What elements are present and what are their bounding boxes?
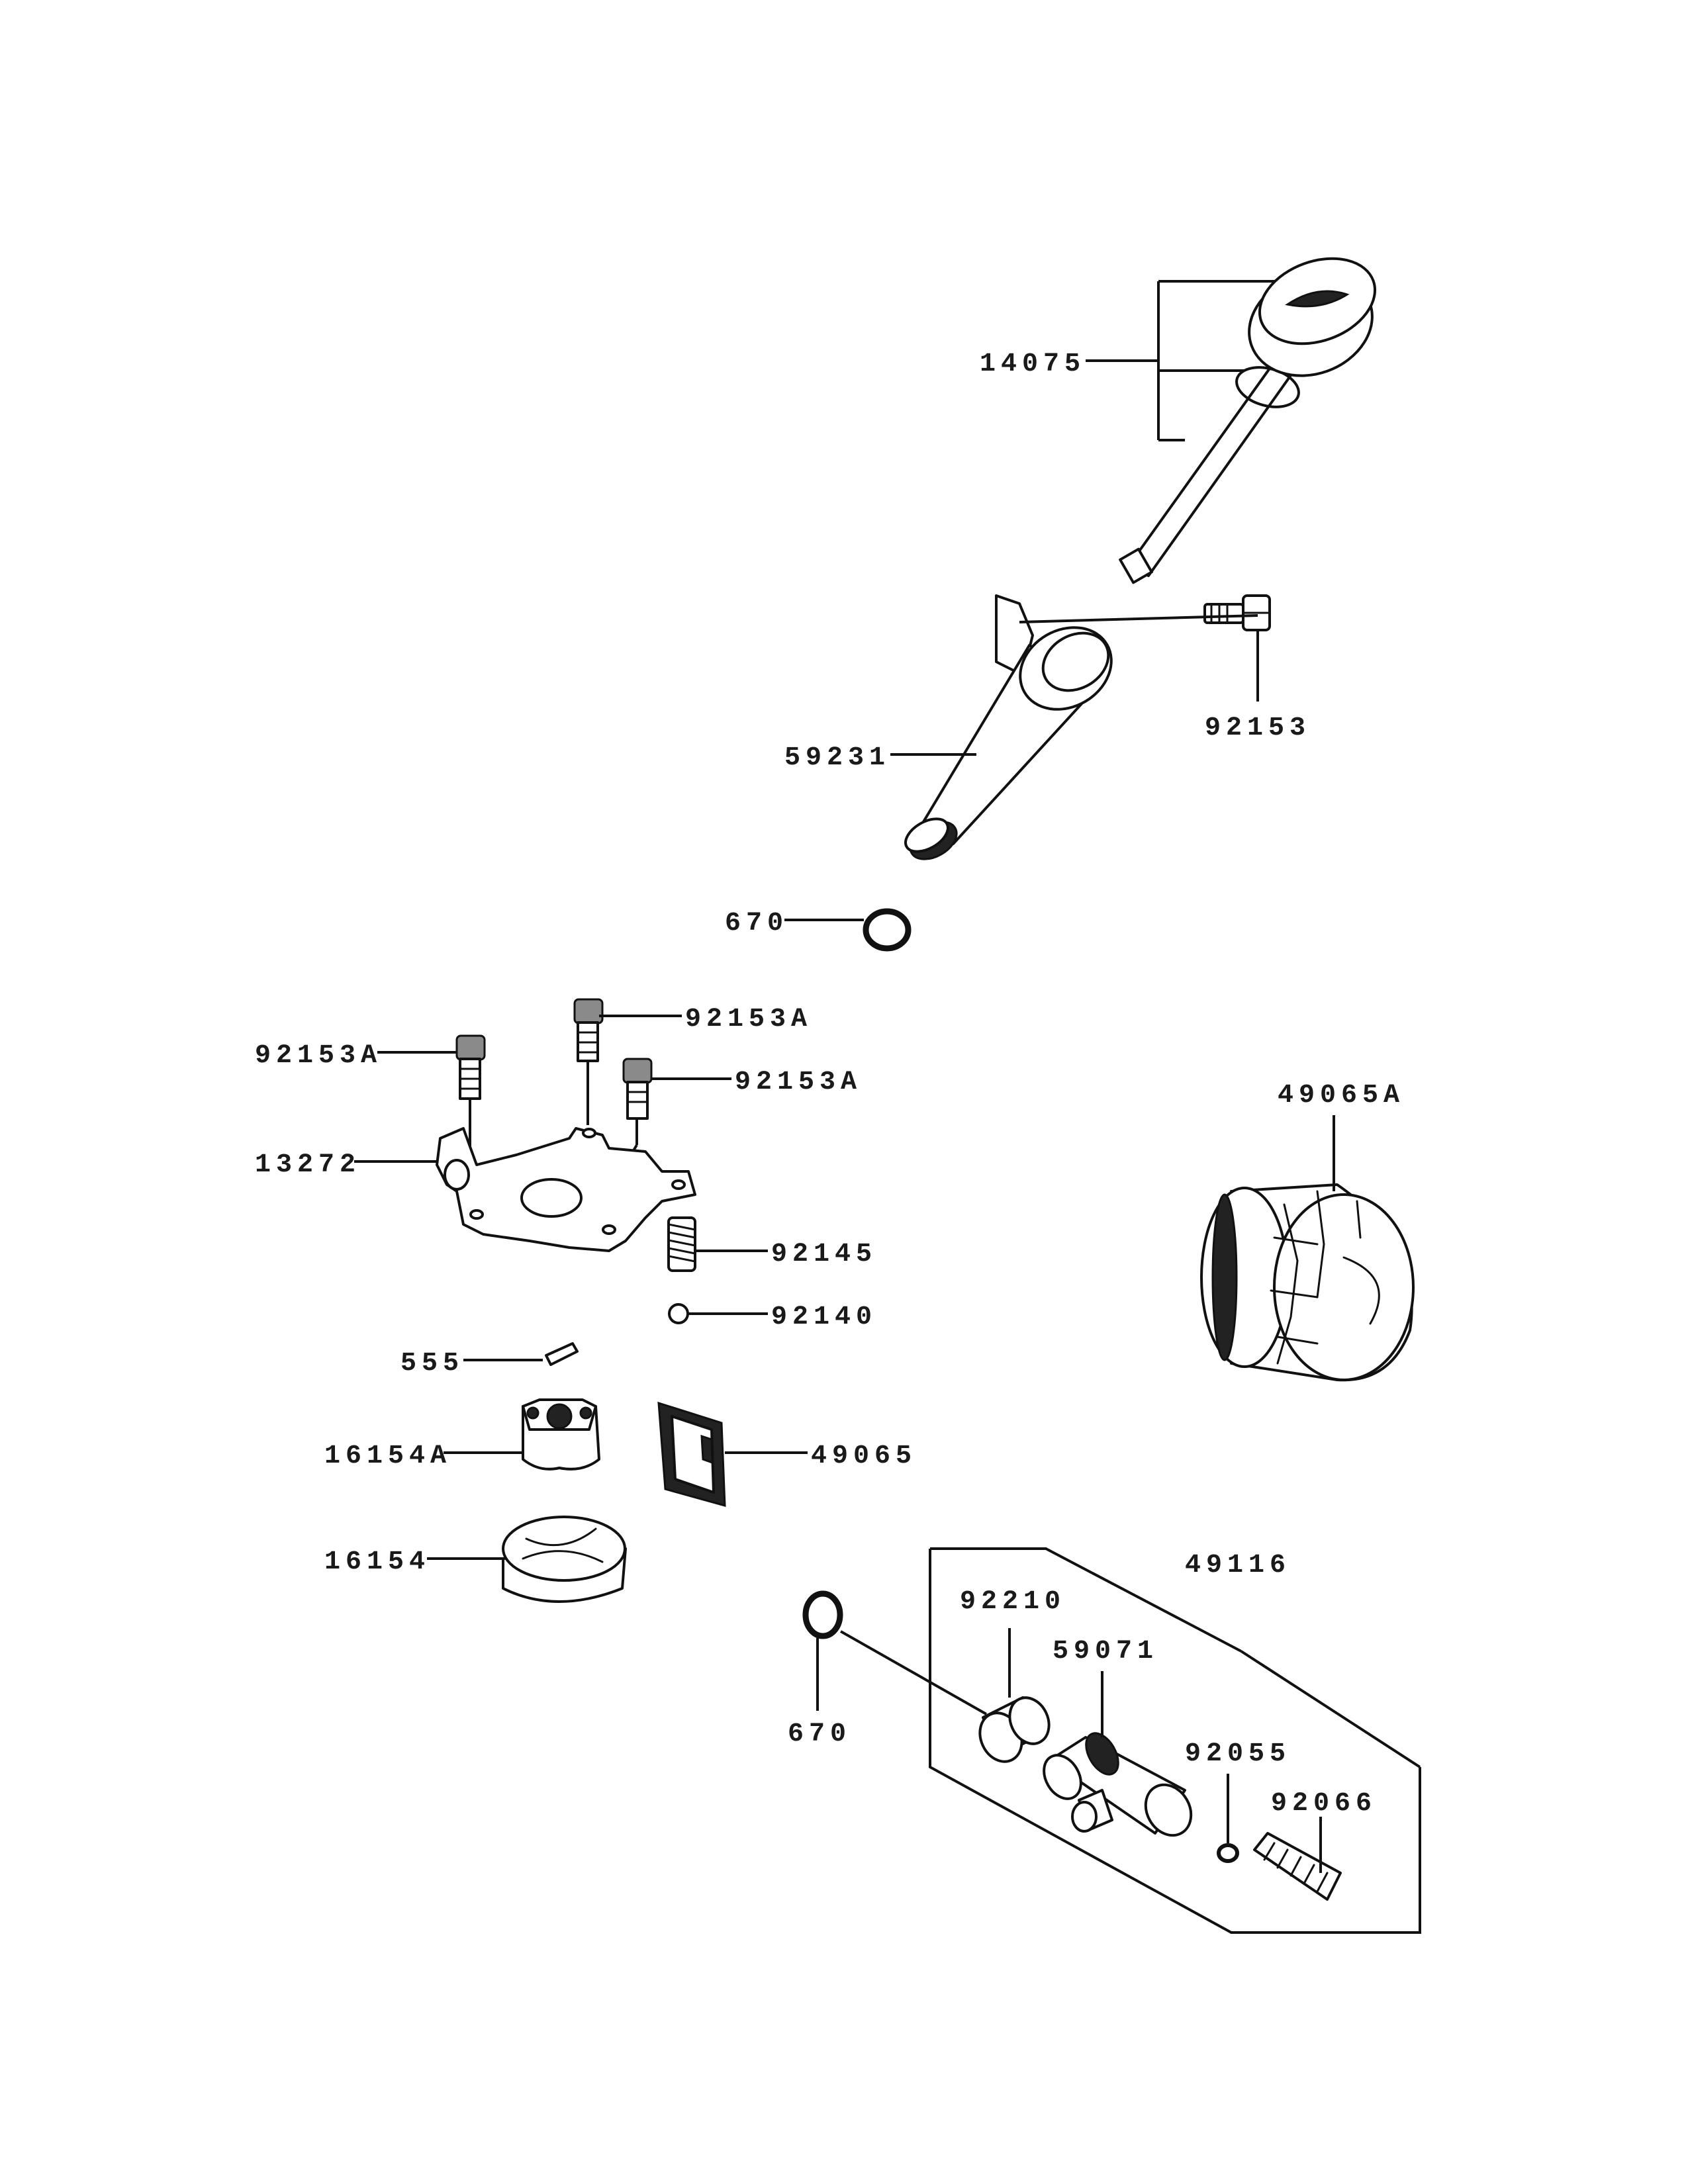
nut-92210 [978, 1696, 1051, 1763]
part-label-670-bottom: 670 [788, 1719, 851, 1749]
part-label-13272: 13272 [255, 1150, 361, 1180]
part-label-16154A: 16154A [324, 1441, 451, 1471]
part-label-59231: 59231 [784, 743, 890, 773]
leader-14075 [1086, 280, 1274, 441]
part-label-49116: 49116 [1185, 1551, 1291, 1580]
part-label-92153A-1: 92153A [255, 1041, 382, 1071]
part-label-16154: 16154 [324, 1547, 430, 1577]
filler-tube-59231 [904, 594, 1258, 860]
kit-frame-49116 [929, 1547, 1421, 1934]
pin-555 [545, 1342, 579, 1366]
bolt-92153A-1 [455, 1034, 486, 1175]
part-label-92055: 92055 [1185, 1739, 1291, 1769]
part-label-92153A-3: 92153A [735, 1068, 862, 1097]
part-label-92145: 92145 [771, 1240, 877, 1269]
part-label-14075: 14075 [980, 349, 1086, 379]
inner-rotor-16154A [522, 1398, 600, 1471]
bolt-92153 [1203, 594, 1271, 631]
part-label-555: 555 [400, 1349, 464, 1379]
leader-670-bottom [840, 1630, 987, 1715]
outer-rotor-16154 [502, 1516, 627, 1603]
bolt-92153A-2 [573, 998, 604, 1125]
part-label-49065A: 49065A [1278, 1081, 1405, 1111]
part-label-92140: 92140 [771, 1302, 877, 1332]
part-label-92153A-2: 92153A [685, 1005, 812, 1034]
o-ring-670-bottom [802, 1590, 843, 1639]
dipstick-14075 [1119, 257, 1377, 584]
part-label-49065: 49065 [811, 1441, 917, 1471]
drain-valve-59071 [1043, 1732, 1193, 1837]
o-ring-92055 [1217, 1843, 1239, 1863]
plug-92066 [1253, 1832, 1342, 1901]
pump-cover-13272 [436, 1127, 696, 1252]
part-label-670-top: 670 [725, 909, 788, 938]
spring-92145 [667, 1216, 696, 1272]
part-label-92153: 92153 [1205, 713, 1311, 743]
screen-49065 [657, 1401, 726, 1507]
o-ring-670-top [863, 908, 912, 952]
part-label-92066: 92066 [1271, 1789, 1377, 1819]
ball-92140 [668, 1303, 689, 1324]
oil-filter-49065A [1200, 1183, 1415, 1382]
kit-frame-49116-edge [1240, 1650, 1421, 1768]
part-label-59071: 59071 [1053, 1637, 1158, 1666]
part-label-92210: 92210 [960, 1587, 1066, 1617]
